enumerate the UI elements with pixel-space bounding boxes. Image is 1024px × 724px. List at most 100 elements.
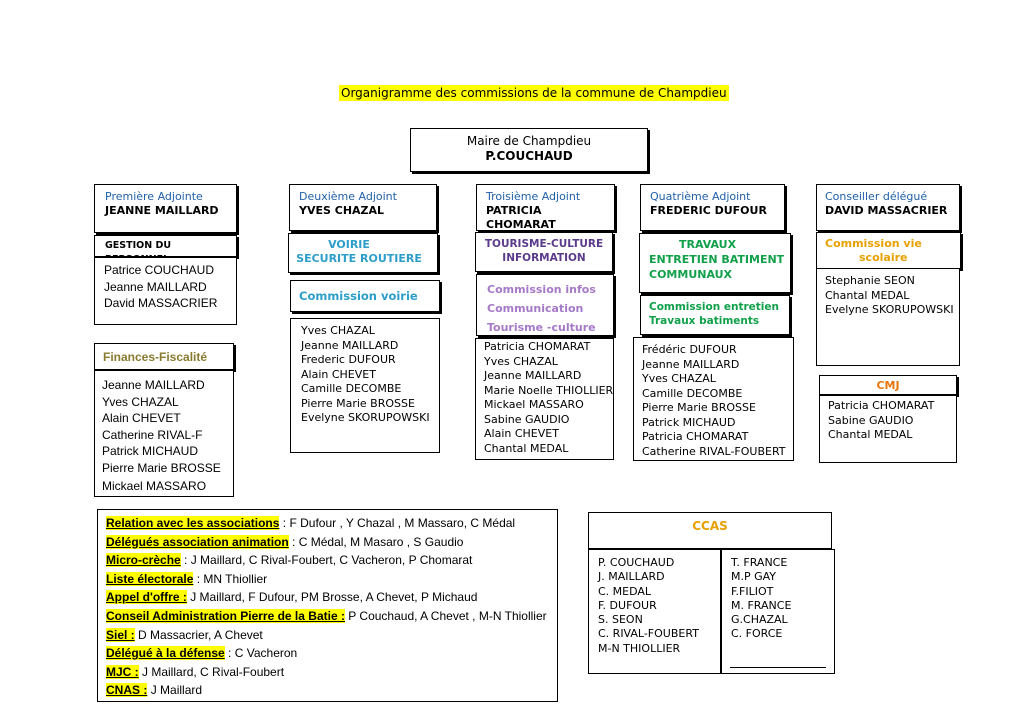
ccas-member: P. COUCHAUD: [598, 556, 675, 569]
member: Chantal MEDAL: [825, 288, 910, 302]
third-deputy-box: Troisième Adjoint PATRICIA CHOMARAT: [476, 184, 615, 231]
delegation-members: J Maillard, C Rival-Foubert: [142, 664, 285, 679]
delegation-members: D Massacrier, A Chevet: [138, 627, 263, 642]
delegation-label: Délégués association animation: [106, 534, 289, 549]
sub-commission: Communication: [487, 302, 584, 315]
delegations-box: Relation avec les associations : F Dufou…: [97, 509, 558, 702]
member: Pierre Marie BROSSE: [642, 401, 756, 414]
member: Yves CHAZAL: [484, 354, 558, 368]
member: Patricia CHOMARAT: [828, 399, 935, 412]
delegation-row: Appel d'offre : J Maillard, F Dufour, PM…: [106, 588, 557, 607]
fourth-deputy-name: FREDERIC DUFOUR: [650, 204, 767, 217]
travaux-line1: TRAVAUX: [679, 238, 737, 251]
sub-commission: Commission infos: [487, 283, 596, 296]
ccas-member: T. FRANCE: [731, 556, 788, 569]
first-deputy-name: JEANNE MAILLARD: [105, 204, 219, 217]
ccas-member: J. MAILLARD: [598, 570, 665, 584]
ccas-member: C. RIVAL-FOUBERT: [598, 627, 699, 641]
finances-members-box: Jeanne MAILLARD Yves CHAZAL Alain CHEVET…: [94, 370, 234, 497]
member: Patricia CHOMARAT: [642, 430, 749, 443]
ccas-member: C. MEDAL: [598, 584, 652, 598]
mayor-role: Maire de Champdieu: [466, 134, 592, 148]
member: Jeanne MAILLARD: [642, 357, 740, 371]
ccas-member: F. DUFOUR: [598, 598, 657, 612]
finances-title: Finances-Fiscalité: [103, 350, 208, 364]
delegation-label: Appel d'offre :: [106, 590, 187, 605]
fourth-deputy-role: Quatrième Adjoint: [650, 190, 751, 203]
personnel-commission-box: GESTION DU PERSONNEL: [94, 235, 237, 265]
member: Marie Noelle THIOLLIER: [484, 383, 614, 397]
cmj-members-box: Patricia CHOMARAT Sabine GAUDIO Chantal …: [819, 395, 957, 463]
member: Pierre Marie BROSSE: [301, 396, 415, 410]
delegation-label: Délégué à la défense: [106, 646, 225, 661]
delegation-label: MJC :: [106, 664, 139, 679]
personnel-members-box: Patrice COUCHAUD Jeanne MAILLARD David M…: [94, 257, 237, 325]
second-deputy-name: YVES CHAZAL: [299, 204, 385, 217]
ccas-other-box: T. FRANCE M.P GAY F.FILIOT M. FRANCE G.C…: [721, 549, 835, 674]
ccas-member: C. FORCE: [731, 627, 783, 641]
delegation-row: Délégué à la défense : C Vacheron: [106, 646, 298, 661]
member: Frederic DUFOUR: [301, 353, 396, 366]
delegation-label: Liste électorale: [106, 571, 194, 586]
member: Pierre Marie BROSSE: [102, 460, 221, 475]
cmj-box: CMJ: [819, 375, 957, 395]
ccas-title: CCAS: [692, 519, 728, 533]
member: Patrice COUCHAUD: [104, 263, 215, 277]
second-deputy-box: Deuxième Adjoint YVES CHAZAL: [289, 184, 437, 231]
finances-box: Finances-Fiscalité: [94, 343, 234, 370]
voirie-line1: VOIRIE: [328, 238, 370, 251]
tourisme-line1: TOURISME-CULTURE: [484, 238, 604, 250]
first-deputy-role: Première Adjointe: [105, 190, 203, 203]
tourisme-sub-box: Commission infos Communication Tourisme …: [476, 274, 614, 336]
delegate-councillor-role: Conseiller délégué: [825, 190, 928, 203]
delegation-label: Micro-crèche: [106, 553, 181, 568]
mayor-box: Maire de Champdieu P.COUCHAUD: [410, 128, 648, 172]
member: Stephanie SEON: [825, 274, 915, 287]
member: Evelyne SKORUPOWSKI: [301, 411, 430, 424]
delegation-label: Siel :: [106, 627, 135, 642]
member: Alain CHEVET: [301, 367, 376, 381]
delegation-label: Relation avec les associations: [106, 516, 280, 530]
delegation-row: Siel : D Massacrier, A Chevet: [106, 626, 557, 645]
tourisme-members-box: Patricia CHOMARAT Yves CHAZAL Jeanne MAI…: [475, 338, 614, 460]
delegation-row: MJC : J Maillard, C Rival-Foubert: [106, 663, 557, 682]
tourisme-line2: INFORMATION: [502, 252, 586, 264]
voirie-line2: SECURITE ROUTIERE: [296, 252, 422, 265]
scolaire-commission-box: Commission vie scolaire: [816, 232, 961, 269]
mayor-name: P.COUCHAUD: [485, 149, 573, 163]
member: Camille DECOMBE: [642, 386, 743, 400]
member: Jeanne MAILLARD: [301, 338, 399, 352]
ccas-elected-box: P. COUCHAUD J. MAILLARD C. MEDAL F. DUFO…: [588, 549, 721, 674]
member: Alain CHEVET: [102, 411, 181, 425]
scolaire-line1: Commission vie: [825, 237, 922, 250]
delegation-row: Conseil Administration Pierre de la Bati…: [106, 607, 557, 626]
member: Catherine RIVAL-F: [102, 427, 203, 442]
delegation-members: J Maillard, F Dufour, PM Brosse, A Cheve…: [190, 590, 478, 605]
sub-commission: Tourisme -culture: [487, 321, 596, 334]
scolaire-members-box: Stephanie SEON Chantal MEDAL Evelyne SKO…: [816, 268, 960, 366]
voirie-commission-box: VOIRIE SECURITE ROUTIERE: [288, 233, 438, 273]
travaux-commission-box: TRAVAUX ENTRETIEN BATIMENT COMMUNAUX: [639, 233, 791, 293]
delegation-row: Liste électorale : MN Thiollier: [106, 571, 268, 586]
delegation-label: Conseil Administration Pierre de la Bati…: [106, 608, 345, 623]
member: Chantal MEDAL: [828, 428, 913, 441]
delegation-row: Micro-crèche : J Maillard, C Rival-Foube…: [106, 553, 473, 568]
member: David MASSACRIER: [104, 296, 218, 310]
delegation-members: C Vacheron: [234, 646, 298, 661]
voirie-sub-title: Commission voirie: [299, 289, 418, 303]
member: Yves CHAZAL: [102, 394, 179, 409]
ccas-member: M. FRANCE: [731, 598, 792, 612]
member: Yves CHAZAL: [301, 324, 375, 337]
scolaire-line2: scolaire: [859, 251, 908, 264]
ccas-member: F.FILIOT: [731, 584, 774, 598]
delegation-members: F Dufour , Y Chazal , M Massaro, C Médal: [289, 516, 516, 530]
member: Sabine GAUDIO: [484, 412, 570, 426]
member: Patrick MICHAUD: [642, 415, 736, 429]
delegation-label: CNAS :: [106, 683, 148, 698]
delegation-members: J Maillard, C Rival-Foubert, C Vacheron,…: [190, 553, 473, 568]
delegate-councillor-name: DAVID MASSACRIER: [825, 204, 948, 217]
member: Mickael MASSARO: [484, 398, 584, 411]
member: Jeanne MAILLARD: [102, 378, 205, 392]
delegation-row: CNAS : J Maillard: [106, 681, 557, 700]
third-deputy-name: PATRICIA CHOMARAT: [486, 204, 556, 231]
